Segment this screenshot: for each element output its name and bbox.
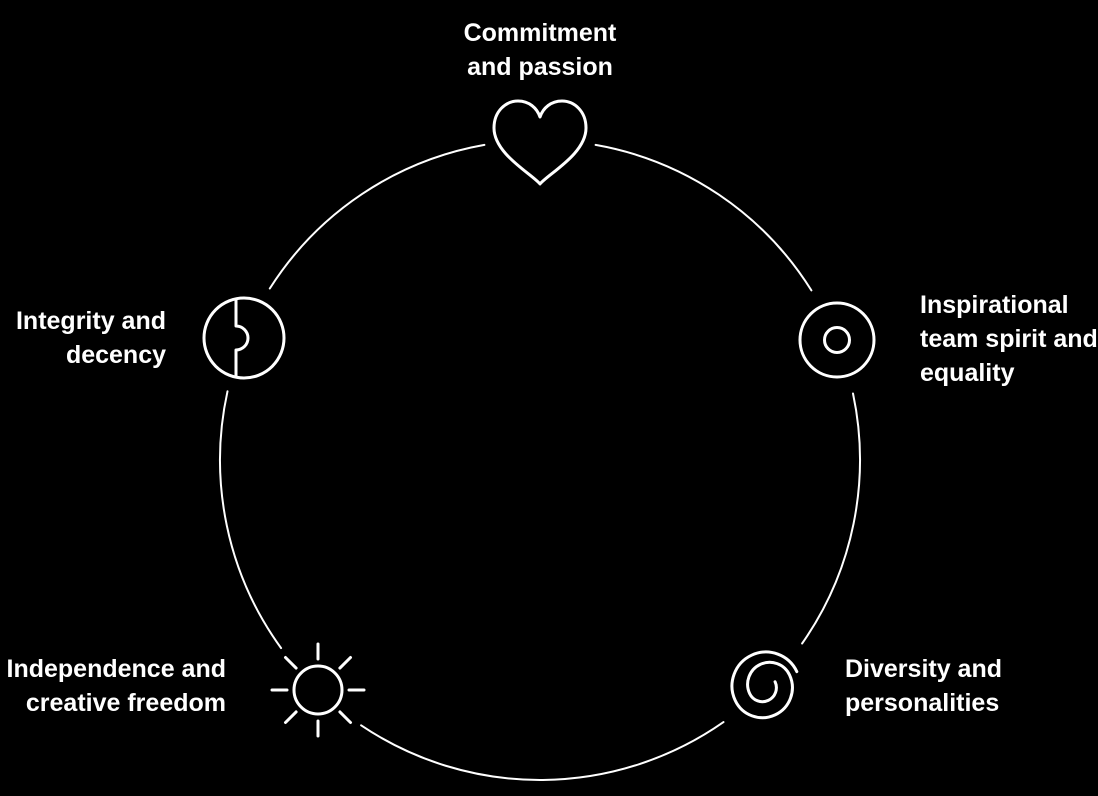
- label-line: Inspirational: [920, 291, 1069, 319]
- circle-arc-left: [219, 390, 283, 650]
- puzzle-notch: [234, 297, 250, 379]
- sun-core-circle: [292, 664, 344, 716]
- label-line: Commitment: [463, 19, 617, 47]
- puzzle-circle-icon: [202, 296, 286, 380]
- label-line: personalities: [845, 689, 1000, 717]
- ring-inner-circle: [823, 326, 851, 354]
- circle-arc-bottom: [360, 721, 725, 781]
- circle-arc-right: [801, 392, 861, 645]
- label-line: Integrity and: [15, 307, 166, 335]
- circle-arc-top-left: [268, 143, 486, 290]
- label-line: creative freedom: [25, 689, 226, 717]
- label-line: Diversity and: [845, 655, 1003, 683]
- sun-icon: [270, 642, 366, 738]
- value-label-integrity: Integrity and decency: [0, 304, 166, 372]
- label-line: equality: [920, 359, 1015, 387]
- circle-outline: [219, 143, 861, 781]
- puzzle-outer-circle: [202, 296, 286, 380]
- label-line: team spirit and: [920, 325, 1098, 353]
- ring-icon: [798, 301, 876, 379]
- label-line: Independence and: [6, 655, 226, 683]
- value-label-independence: Independence and creative freedom: [0, 652, 226, 720]
- circle-arc-top-right: [594, 143, 813, 292]
- label-line: decency: [65, 341, 166, 369]
- value-label-team-spirit: Inspirational team spirit and equality: [920, 288, 1098, 390]
- label-line: and passion: [467, 53, 613, 81]
- ring-outer-circle: [798, 301, 876, 379]
- swirl-icon: [730, 650, 799, 720]
- value-label-commitment: Commitment and passion: [340, 16, 740, 84]
- heart-icon: [492, 99, 588, 186]
- value-label-diversity: Diversity and personalities: [845, 652, 1002, 720]
